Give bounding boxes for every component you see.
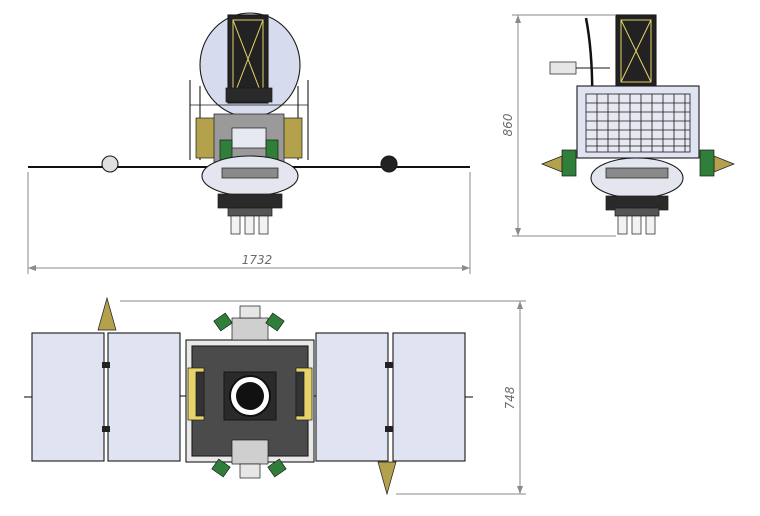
top-right-cone <box>377 461 397 496</box>
front-view <box>28 12 470 235</box>
width-dimension-label: 1732 <box>242 253 273 267</box>
top-left-panel-outer <box>31 332 105 462</box>
top-upper-thrusters <box>231 317 269 341</box>
side-engine-2 <box>631 215 642 235</box>
top-view <box>24 296 473 496</box>
dimension-depth: 748 <box>120 300 526 495</box>
front-left-sensor <box>101 155 119 173</box>
top-left-cone <box>97 296 117 331</box>
front-engine-2 <box>244 215 255 235</box>
front-right-sensor <box>380 155 398 173</box>
dimension-width: 1732 <box>27 172 471 274</box>
dimension-height: 860 <box>501 14 616 237</box>
side-thruster-left <box>541 155 563 173</box>
top-left-panel-inner <box>107 332 181 462</box>
side-probe <box>549 61 577 75</box>
front-engine-3 <box>258 215 269 235</box>
side-engine-3 <box>645 215 656 235</box>
depth-dimension-label: 748 <box>503 386 517 409</box>
top-right-panel-inner <box>315 332 389 462</box>
top-lower-thrusters <box>231 439 269 465</box>
top-right-panel-outer <box>392 332 466 462</box>
side-solar-grid <box>585 93 691 153</box>
side-engine-1 <box>617 215 628 235</box>
height-dimension-label: 860 <box>501 113 515 136</box>
side-thruster-right <box>713 155 735 173</box>
side-view <box>541 14 735 235</box>
front-engine-1 <box>230 215 241 235</box>
